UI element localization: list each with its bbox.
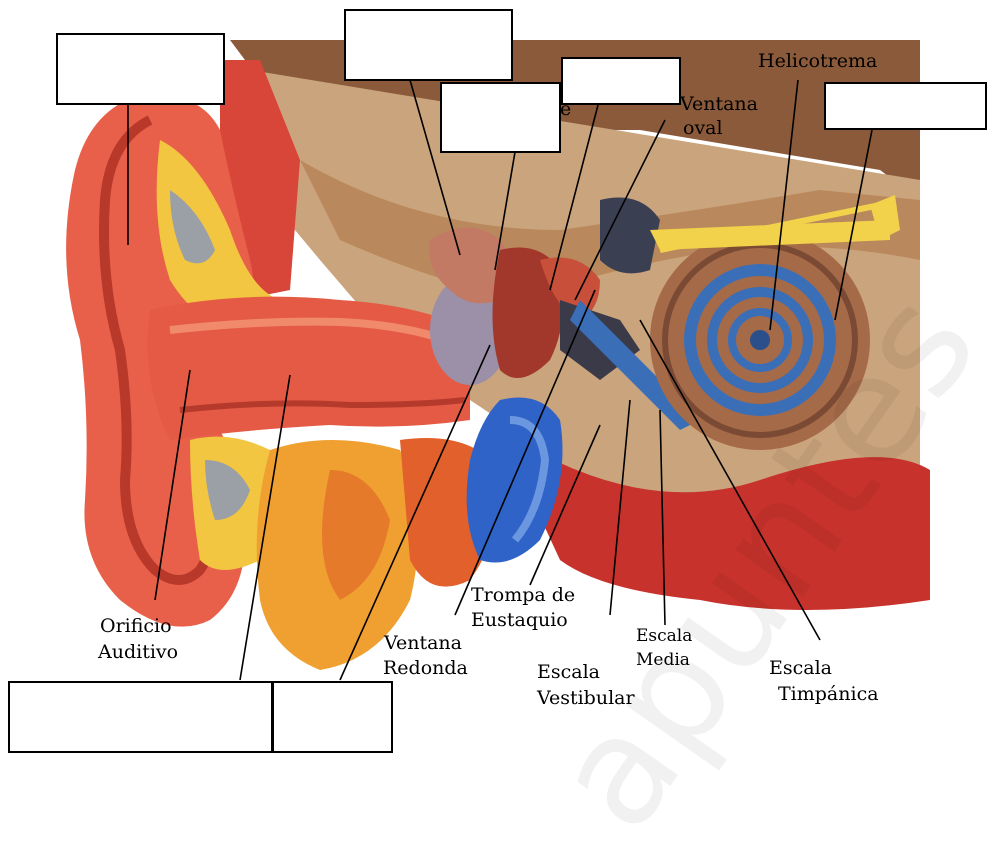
label-escala-timpanica-1: Escala (769, 657, 832, 679)
label-ventana-oval-1: Ventana (680, 93, 758, 115)
label-escala-timpanica-2: Timpánica (778, 683, 879, 705)
blank-box-top-right-small[interactable] (561, 57, 681, 105)
label-trompa-1: Trompa de (471, 584, 575, 606)
blank-box-top-left[interactable] (56, 33, 225, 105)
label-ventana-redonda-2: Redonda (383, 657, 468, 679)
blank-box-right[interactable] (824, 82, 987, 130)
label-escala-vestibular-1: Escala (537, 661, 600, 683)
label-orificio-1: Orificio (100, 615, 172, 637)
blank-box-bottom-center[interactable] (272, 681, 393, 753)
label-escala-vestibular-2: Vestibular (537, 687, 635, 709)
ear-canal (148, 297, 471, 440)
blank-box-bottom-left[interactable] (8, 681, 273, 753)
label-escala-media-1: Escala (636, 626, 692, 647)
blank-box-middle[interactable] (440, 82, 561, 153)
blank-box-top-center[interactable] (344, 9, 513, 81)
label-escala-media-2: Media (636, 650, 690, 671)
label-ventana-oval-2: oval (683, 117, 723, 139)
label-helicotrema: Helicotrema (758, 50, 877, 72)
eustachian-tube (467, 398, 563, 563)
label-ventana-redonda-1: Ventana (384, 632, 462, 654)
label-orificio-2: Auditivo (98, 641, 178, 663)
parotid-region (257, 438, 500, 670)
label-trompa-2: Eustaquio (471, 609, 568, 631)
